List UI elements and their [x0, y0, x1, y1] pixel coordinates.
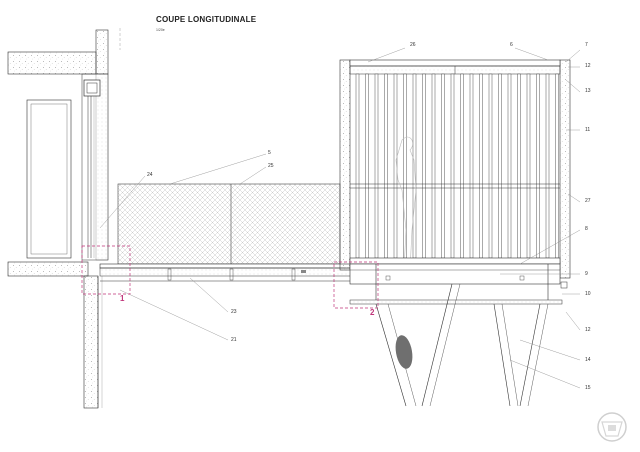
detail-ref-2: 2: [370, 308, 375, 317]
callout-25: 25: [268, 163, 274, 169]
wooden-slats: [355, 73, 559, 259]
detail-ref-1: 1: [120, 294, 125, 303]
slat: [365, 73, 369, 259]
slat: [545, 73, 550, 259]
slat: [469, 73, 474, 259]
slat: [422, 73, 426, 259]
slat: [460, 73, 464, 259]
drawing-scale: 1/20e: [156, 28, 165, 32]
callout-24: 24: [147, 172, 153, 178]
slat: [526, 73, 531, 259]
detail-frame-2: [333, 261, 379, 309]
slat: [374, 73, 379, 259]
callout-11: 11: [585, 127, 591, 133]
callout-9: 9: [585, 271, 588, 277]
drawing-title: COUPE LONGITUDINALE: [156, 15, 257, 24]
leader-lines: [99, 47, 581, 389]
callout-23: 23: [231, 309, 237, 315]
callout-7: 7: [585, 42, 588, 48]
slat: [507, 73, 512, 259]
callout-12-bottom: 12: [585, 327, 591, 333]
callout-14: 14: [585, 357, 591, 363]
slat: [479, 73, 483, 259]
slat: [488, 73, 493, 259]
slat: [517, 73, 521, 259]
slat: [355, 73, 360, 259]
slat: [498, 73, 502, 259]
pavilion: [339, 59, 571, 407]
slat: [384, 73, 388, 259]
callout-21: 21: [231, 337, 237, 343]
detail-frame-1: [81, 245, 131, 295]
callout-27: 27: [585, 198, 591, 204]
existing-building: [7, 28, 121, 409]
slat: [555, 73, 559, 259]
callout-5: 5: [268, 150, 271, 156]
slat: [431, 73, 436, 259]
callout-12-top: 12: [585, 63, 591, 69]
detail-markers: [81, 245, 379, 309]
callout-13: 13: [585, 88, 591, 94]
footbridge: [99, 183, 361, 282]
slat: [536, 73, 540, 259]
callout-15: 15: [585, 385, 591, 391]
slat: [450, 73, 455, 259]
watermark-logo: [597, 412, 627, 442]
callout-6: 6: [510, 42, 513, 48]
callout-8: 8: [585, 226, 588, 232]
callout-10: 10: [585, 291, 591, 297]
slat: [441, 73, 445, 259]
callout-26: 26: [410, 42, 416, 48]
